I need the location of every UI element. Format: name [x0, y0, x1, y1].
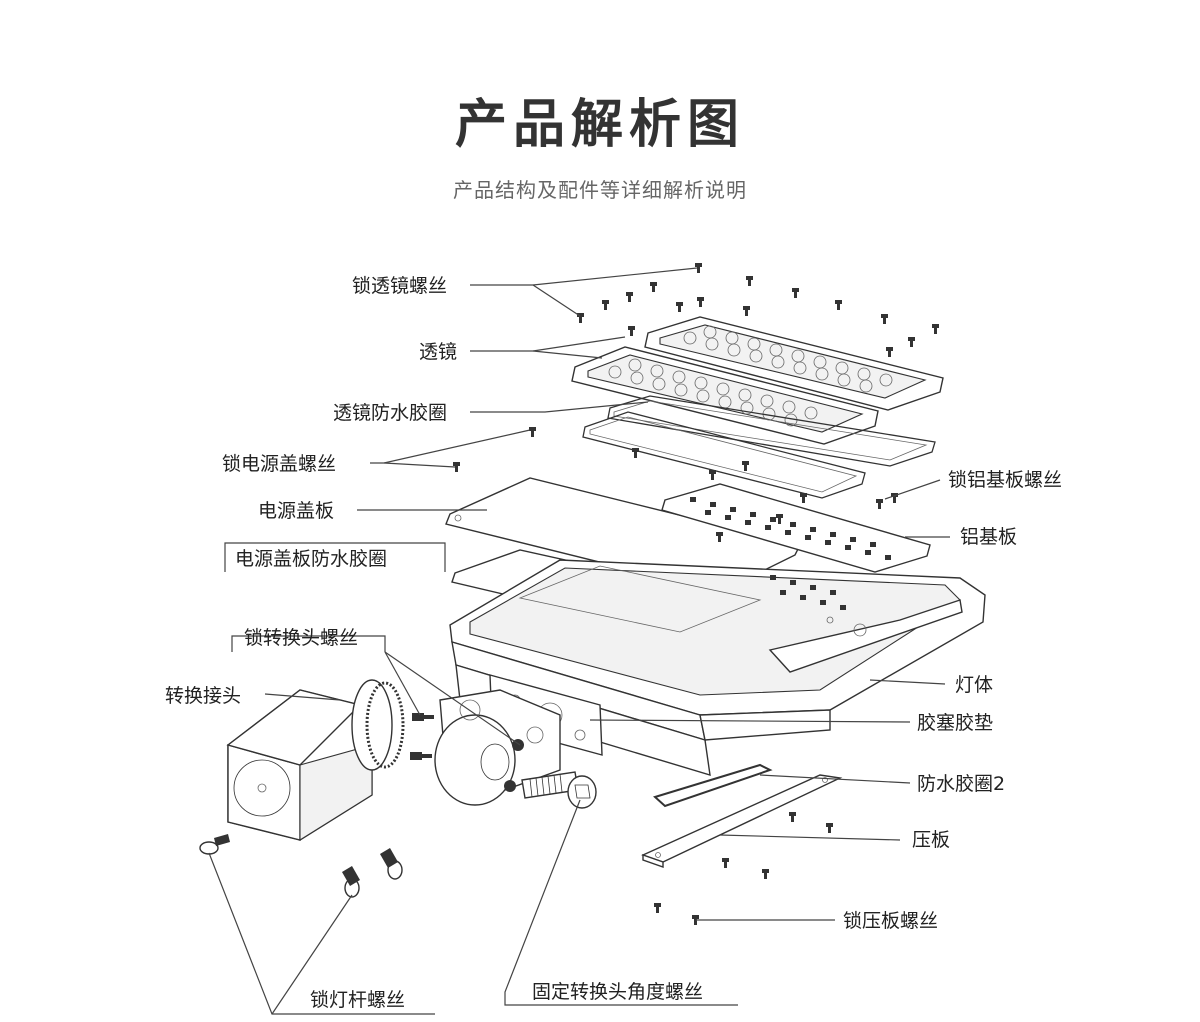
aluminum-screws [632, 448, 898, 542]
pole-screws [199, 834, 403, 898]
lens-front [571, 346, 879, 445]
label-adapter-screws: 锁转换头螺丝 [244, 627, 358, 649]
plate-screws [654, 812, 833, 925]
angle-screw [521, 771, 597, 809]
label-adapter: 转换接头 [165, 685, 241, 707]
label-lamp-body: 灯体 [955, 674, 993, 696]
label-lens-screws: 锁透镜螺丝 [352, 275, 447, 297]
label-power-cover: 电源盖板 [258, 500, 334, 522]
page-subtitle: 产品结构及配件等详细解析说明 [453, 178, 747, 202]
label-angle-screw: 固定转换头角度螺丝 [532, 981, 703, 1003]
label-gasket-2: 防水胶圈2 [917, 773, 1005, 795]
label-power-cover-gasket: 电源盖板防水胶圈 [235, 548, 387, 570]
leader-lines [208, 267, 950, 1015]
adapter-screws [410, 713, 434, 760]
lens-screws-group [577, 263, 939, 357]
aluminum-board [661, 483, 931, 573]
rotating-collar [434, 689, 561, 806]
adapter-body [226, 679, 405, 841]
label-pole-screws: 锁灯杆螺丝 [310, 989, 405, 1011]
lens-back [644, 316, 944, 411]
label-lens: 透镜 [419, 341, 457, 363]
label-aluminum-screws: 锁铝基板螺丝 [948, 469, 1062, 491]
page-title: 产品解析图 [454, 95, 745, 155]
gasket-2 [653, 763, 773, 808]
label-power-cover-screws: 锁电源盖螺丝 [222, 453, 336, 475]
label-aluminum-board: 铝基板 [960, 526, 1017, 548]
label-lens-gasket: 透镜防水胶圈 [333, 402, 447, 424]
label-plate-screws: 锁压板螺丝 [843, 910, 938, 932]
label-plug-gasket: 胶塞胶垫 [917, 712, 993, 734]
label-pressure-plate: 压板 [912, 829, 950, 851]
pressure-plate [641, 774, 843, 868]
